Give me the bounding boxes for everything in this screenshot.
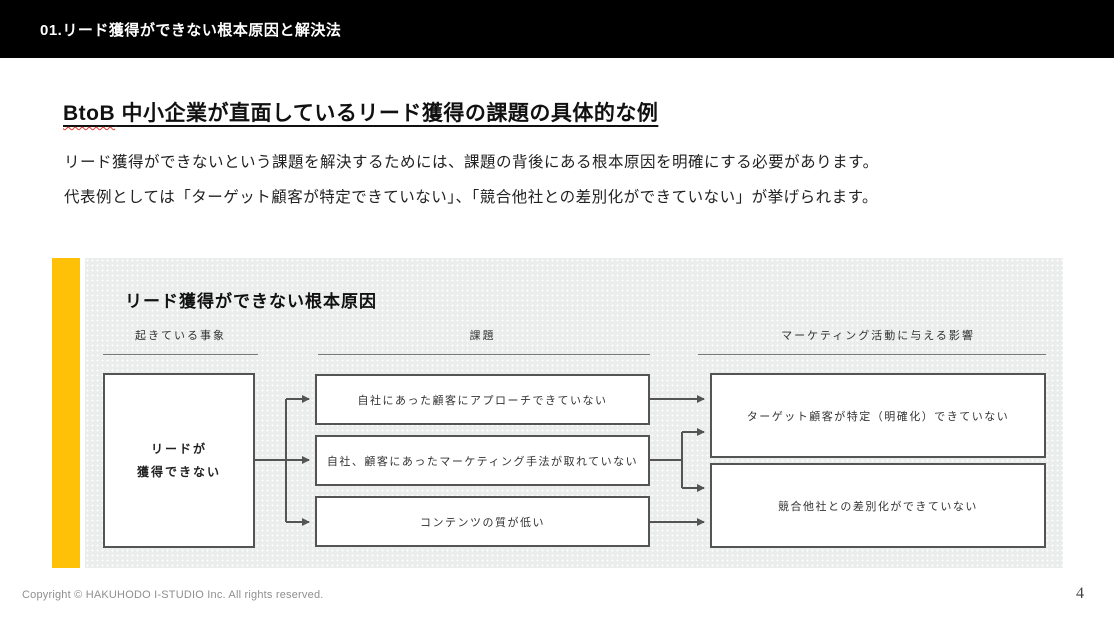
cause-box-line2: 獲得できない — [136, 464, 221, 479]
intro-paragraph-1: リード獲得ができないという課題を解決するためには、課題の背後にある根本原因を明確… — [64, 154, 879, 171]
impact-box-1: ターゲット顧客が特定（明確化）できていない — [710, 373, 1046, 458]
cause-box: リードが 獲得できない — [103, 373, 255, 548]
issue-box-3: コンテンツの質が低い — [315, 496, 650, 547]
column-divider-3 — [698, 354, 1046, 355]
column-divider-1 — [103, 354, 258, 355]
page-title: BtoB 中小企業が直面しているリード獲得の課題の具体的な例 — [63, 97, 658, 127]
cause-box-line1: リードが — [150, 441, 207, 456]
title-highlight: BtoB — [63, 102, 116, 125]
footer-copyright: Copyright © HAKUHODO I-STUDIO Inc. All r… — [22, 589, 324, 601]
diagram-title: リード獲得ができない根本原因 — [125, 292, 377, 311]
impact-box-2: 競合他社との差別化ができていない — [710, 463, 1046, 548]
title-rest: 中小企業が直面しているリード獲得の課題の具体的な例 — [115, 102, 659, 125]
column-header-phenomenon: 起きている事象 — [135, 330, 226, 342]
header-bar: 01.リード獲得ができない根本原因と解決法 — [0, 0, 1114, 58]
issue-box-1: 自社にあった顧客にアプローチできていない — [315, 374, 650, 425]
column-header-impact: マーケティング活動に与える影響 — [781, 330, 975, 342]
column-header-issue: 課題 — [469, 330, 496, 342]
column-divider-2 — [318, 354, 650, 355]
accent-bar — [52, 258, 80, 568]
intro-paragraph-2: 代表例としては「ターゲット顧客が特定できていない」、「競合他社との差別化ができて… — [64, 189, 879, 206]
issue-box-2: 自社、顧客にあったマーケティング手法が取れていない — [315, 435, 650, 486]
header-title: 01.リード獲得ができない根本原因と解決法 — [40, 21, 342, 39]
page-number: 4 — [1076, 585, 1084, 602]
